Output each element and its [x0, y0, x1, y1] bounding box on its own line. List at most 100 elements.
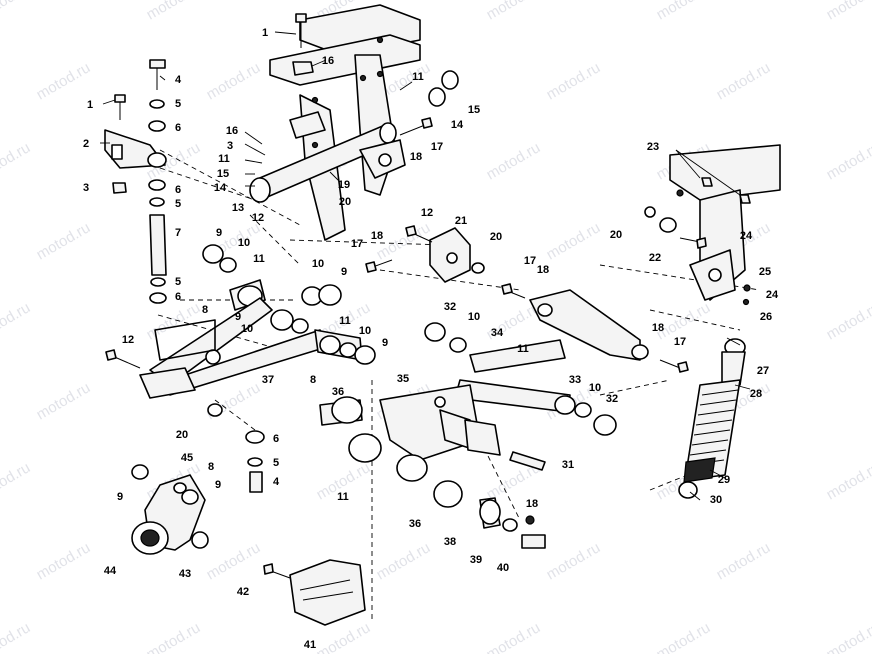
part-callout-43: 43 — [179, 568, 191, 580]
lower-bushings — [433, 480, 546, 549]
part-callout-23: 23 — [647, 141, 659, 153]
watermark-text: motod.ru — [484, 619, 544, 654]
leader-lines — [100, 31, 751, 501]
part-callout-6: 6 — [273, 433, 279, 445]
watermark-text: motod.ru — [654, 619, 714, 654]
watermark-text: motod.ru — [0, 459, 33, 503]
part-callout-17: 17 — [431, 141, 443, 153]
part-callout-24: 24 — [740, 230, 753, 242]
watermark-text: motod.ru — [204, 379, 264, 423]
part-callout-19: 19 — [338, 179, 350, 191]
part-callout-33: 33 — [569, 374, 581, 386]
upper-a-arm — [105, 244, 376, 417]
part-callout-6: 6 — [175, 122, 181, 134]
spindle-knuckle — [131, 464, 209, 555]
part-callout-8: 8 — [208, 461, 214, 473]
watermark-text: motod.ru — [484, 0, 544, 23]
part-callout-11: 11 — [218, 153, 230, 165]
part-callout-24: 24 — [766, 289, 779, 301]
watermark-text: motod.ru — [374, 539, 434, 583]
part-callout-18: 18 — [410, 151, 422, 163]
watermark-text: motod.ru — [144, 0, 204, 23]
part-callout-21: 21 — [455, 215, 467, 227]
watermark-text: motod.ru — [144, 299, 204, 343]
part-callout-17: 17 — [674, 336, 686, 348]
watermark-text: motod.ru — [654, 0, 714, 23]
watermark-text: motod.ru — [714, 539, 774, 583]
part-callout-12: 12 — [122, 334, 134, 346]
watermark-text: motod.ru — [544, 59, 604, 103]
part-callout-10: 10 — [241, 323, 253, 335]
watermark-text: motod.ru — [0, 0, 33, 23]
part-callout-25: 25 — [759, 266, 771, 278]
left-fastener-stack — [104, 59, 167, 304]
part-callout-20: 20 — [610, 229, 622, 241]
part-callout-18: 18 — [537, 264, 549, 276]
part-callout-11: 11 — [337, 491, 349, 503]
part-callout-5: 5 — [273, 457, 279, 469]
part-callout-11: 11 — [412, 71, 424, 83]
part-callout-15: 15 — [468, 104, 480, 116]
part-callout-14: 14 — [451, 119, 464, 131]
frame-assembly — [249, 4, 459, 241]
part-callout-17: 17 — [524, 255, 536, 267]
watermark-text: motod.ru — [34, 219, 94, 263]
part-callout-18: 18 — [652, 322, 664, 334]
watermark-text: motod.ru — [0, 139, 33, 183]
watermark-text: motod.ru — [824, 299, 872, 343]
part-callout-9: 9 — [117, 491, 123, 503]
watermark-text: motod.ru — [824, 619, 872, 654]
part-callout-14: 14 — [214, 182, 227, 194]
part-callout-20: 20 — [176, 429, 188, 441]
part-callout-10: 10 — [468, 311, 480, 323]
part-callout-5: 5 — [175, 98, 181, 110]
part-callout-8: 8 — [202, 304, 208, 316]
part-callout-10: 10 — [238, 237, 250, 249]
watermark-text: motod.ru — [34, 59, 94, 103]
watermark-text: motod.ru — [0, 619, 33, 654]
watermark-text: motod.ru — [824, 139, 872, 183]
part-callout-1: 1 — [262, 27, 268, 39]
part-callout-3: 3 — [227, 140, 233, 152]
part-callout-1: 1 — [87, 99, 93, 111]
watermark-text: motod.ru — [824, 0, 872, 23]
part-callout-37: 37 — [262, 374, 274, 386]
part-callout-26: 26 — [760, 311, 772, 323]
part-callout-4: 4 — [273, 476, 280, 488]
part-callout-28: 28 — [750, 388, 762, 400]
part-callout-34: 34 — [491, 327, 504, 339]
part-callout-6: 6 — [175, 184, 181, 196]
part-callout-18: 18 — [371, 230, 383, 242]
part-callout-8: 8 — [310, 374, 316, 386]
part-callout-2: 2 — [83, 138, 89, 150]
part-callout-32: 32 — [444, 301, 456, 313]
guard-plate — [263, 559, 366, 626]
part-callout-5: 5 — [175, 198, 181, 210]
part-callout-31: 31 — [562, 459, 574, 471]
part-callout-9: 9 — [216, 227, 222, 239]
watermark-text: motod.ru — [204, 59, 264, 103]
watermark-text: motod.ru — [544, 219, 604, 263]
part-callout-9: 9 — [235, 311, 241, 323]
part-callout-11: 11 — [253, 253, 265, 265]
watermark-text: motod.ru — [544, 539, 604, 583]
part-callout-22: 22 — [649, 252, 661, 264]
part-callout-12: 12 — [421, 207, 433, 219]
part-callout-38: 38 — [444, 536, 456, 548]
part-callout-39: 39 — [470, 554, 482, 566]
part-callout-10: 10 — [359, 325, 371, 337]
part-callout-11: 11 — [517, 343, 529, 355]
part-callout-16: 16 — [322, 55, 334, 67]
part-callout-4: 4 — [175, 74, 182, 86]
part-callout-35: 35 — [397, 373, 409, 385]
part-callout-11: 11 — [339, 315, 351, 327]
part-callout-6: 6 — [175, 291, 181, 303]
shaft-bracket — [365, 225, 485, 283]
watermark-text: motod.ru — [34, 539, 94, 583]
stabilizer-link — [501, 283, 689, 373]
part-callout-30: 30 — [710, 494, 722, 506]
part-callout-16: 16 — [226, 125, 238, 137]
part-callout-44: 44 — [104, 565, 117, 577]
